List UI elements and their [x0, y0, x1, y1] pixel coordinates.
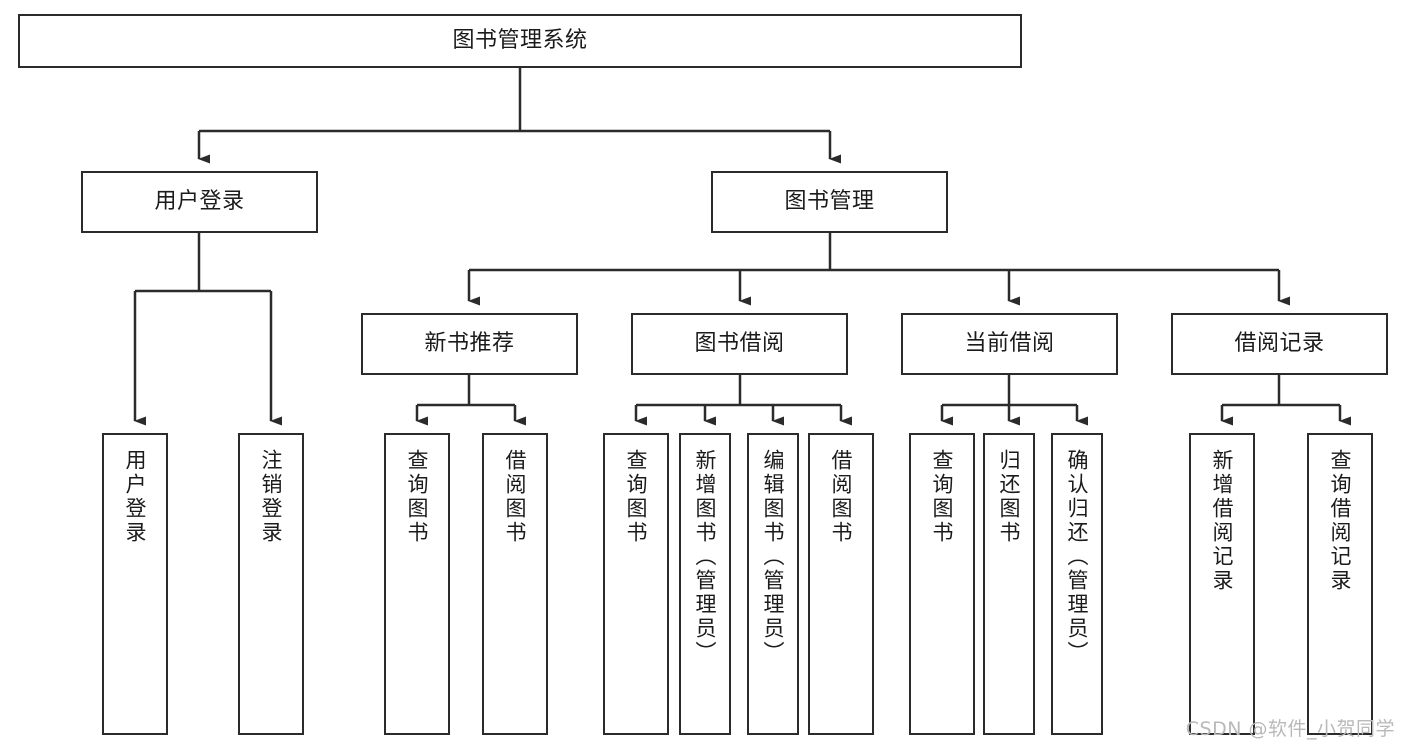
node-root-label: 图书管理系统 [452, 28, 588, 54]
node-book-manage-label: 图书管理 [784, 189, 875, 215]
node-borrow-record[interactable]: 借阅记录 [1171, 313, 1388, 375]
node-leaf-add-record-label: 新增借阅记录 [1210, 449, 1235, 593]
node-leaf-add-book-label: 新增图书（管理员） [693, 449, 718, 665]
node-new-book-recommend-label: 新书推荐 [424, 331, 515, 357]
node-root[interactable]: 图书管理系统 [18, 14, 1022, 68]
node-book-borrow-label: 图书借阅 [694, 331, 785, 357]
node-leaf-borrow-book-a[interactable]: 借阅图书 [482, 433, 548, 735]
node-leaf-confirm-return[interactable]: 确认归还（管理员） [1051, 433, 1103, 735]
node-current-borrow-label: 当前借阅 [964, 331, 1055, 357]
node-leaf-query-book-b[interactable]: 查询图书 [603, 433, 669, 735]
node-leaf-query-book-a-label: 查询图书 [405, 449, 430, 545]
node-leaf-edit-book[interactable]: 编辑图书（管理员） [747, 433, 799, 735]
node-leaf-query-book-b-label: 查询图书 [624, 449, 649, 545]
node-leaf-query-record-label: 查询借阅记录 [1328, 449, 1353, 593]
node-leaf-confirm-return-label: 确认归还（管理员） [1065, 449, 1090, 665]
node-user-login[interactable]: 用户登录 [81, 171, 318, 233]
node-user-login-label: 用户登录 [154, 189, 245, 215]
node-new-book-recommend[interactable]: 新书推荐 [361, 313, 578, 375]
node-leaf-borrow-book-a-label: 借阅图书 [503, 449, 528, 545]
node-current-borrow[interactable]: 当前借阅 [901, 313, 1118, 375]
node-leaf-query-record[interactable]: 查询借阅记录 [1307, 433, 1373, 735]
watermark-text: CSDN @软件_小贺同学 [1185, 718, 1395, 740]
node-book-manage[interactable]: 图书管理 [711, 171, 948, 233]
node-leaf-query-book-c[interactable]: 查询图书 [909, 433, 975, 735]
node-leaf-query-book-a[interactable]: 查询图书 [384, 433, 450, 735]
node-leaf-query-book-c-label: 查询图书 [930, 449, 955, 545]
node-leaf-return-book-label: 归还图书 [997, 449, 1022, 545]
node-leaf-add-book[interactable]: 新增图书（管理员） [679, 433, 731, 735]
node-leaf-borrow-book-b-label: 借阅图书 [829, 449, 854, 545]
node-leaf-logout[interactable]: 注销登录 [238, 433, 304, 735]
node-borrow-record-label: 借阅记录 [1234, 331, 1325, 357]
node-leaf-return-book[interactable]: 归还图书 [983, 433, 1035, 735]
node-leaf-user-login-label: 用户登录 [123, 449, 148, 545]
node-leaf-borrow-book-b[interactable]: 借阅图书 [808, 433, 874, 735]
node-leaf-user-login[interactable]: 用户登录 [102, 433, 168, 735]
node-leaf-edit-book-label: 编辑图书（管理员） [761, 449, 786, 665]
node-leaf-add-record[interactable]: 新增借阅记录 [1189, 433, 1255, 735]
node-leaf-logout-label: 注销登录 [259, 449, 284, 545]
node-book-borrow[interactable]: 图书借阅 [631, 313, 848, 375]
